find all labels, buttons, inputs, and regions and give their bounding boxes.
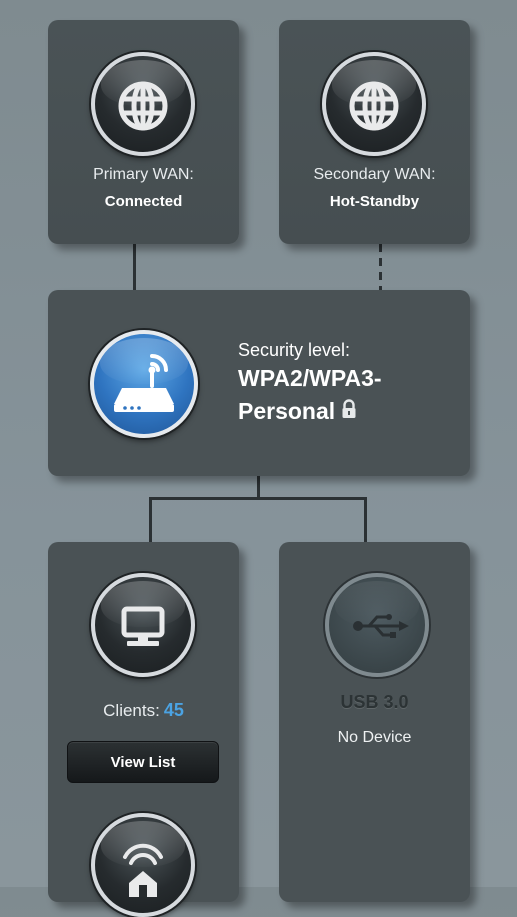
globe-icon[interactable]: [322, 52, 426, 156]
globe-icon[interactable]: [91, 52, 195, 156]
secondary-wan-status: Hot-Standby: [329, 193, 420, 210]
secondary-wan-link-line-dashed: [379, 244, 382, 290]
router-down-line: [257, 476, 260, 498]
clients-count[interactable]: 45: [163, 700, 184, 720]
branch-horizontal-line: [149, 497, 367, 500]
monitor-icon[interactable]: [91, 573, 195, 677]
view-list-button[interactable]: View List: [67, 741, 219, 783]
secondary-wan-card[interactable]: Secondary WAN: Hot-Standby: [279, 20, 470, 244]
router-icon[interactable]: [90, 330, 198, 438]
primary-wan-card[interactable]: Primary WAN: Connected: [48, 20, 239, 244]
secondary-wan-label: Secondary WAN:: [313, 166, 436, 183]
primary-wan-link-line: [133, 244, 136, 290]
usb-name: USB 3.0: [340, 692, 409, 712]
usb-icon[interactable]: [325, 573, 429, 677]
primary-wan-label: Primary WAN:: [93, 166, 194, 183]
usb-status: No Device: [337, 729, 412, 746]
aimesh-node-icon[interactable]: [91, 813, 195, 917]
primary-wan-status: Connected: [104, 193, 183, 210]
clients-label: Clients:: [103, 701, 160, 720]
security-level-label: Security level:: [238, 340, 351, 360]
branch-right-line: [364, 497, 367, 542]
security-level-text: WPA2/WPA3-Personal: [238, 365, 382, 424]
lock-icon: [341, 395, 357, 428]
security-level-value: WPA2/WPA3-Personal: [238, 362, 438, 428]
clients-summary: Clients:45: [48, 700, 239, 721]
branch-left-line: [149, 497, 152, 542]
